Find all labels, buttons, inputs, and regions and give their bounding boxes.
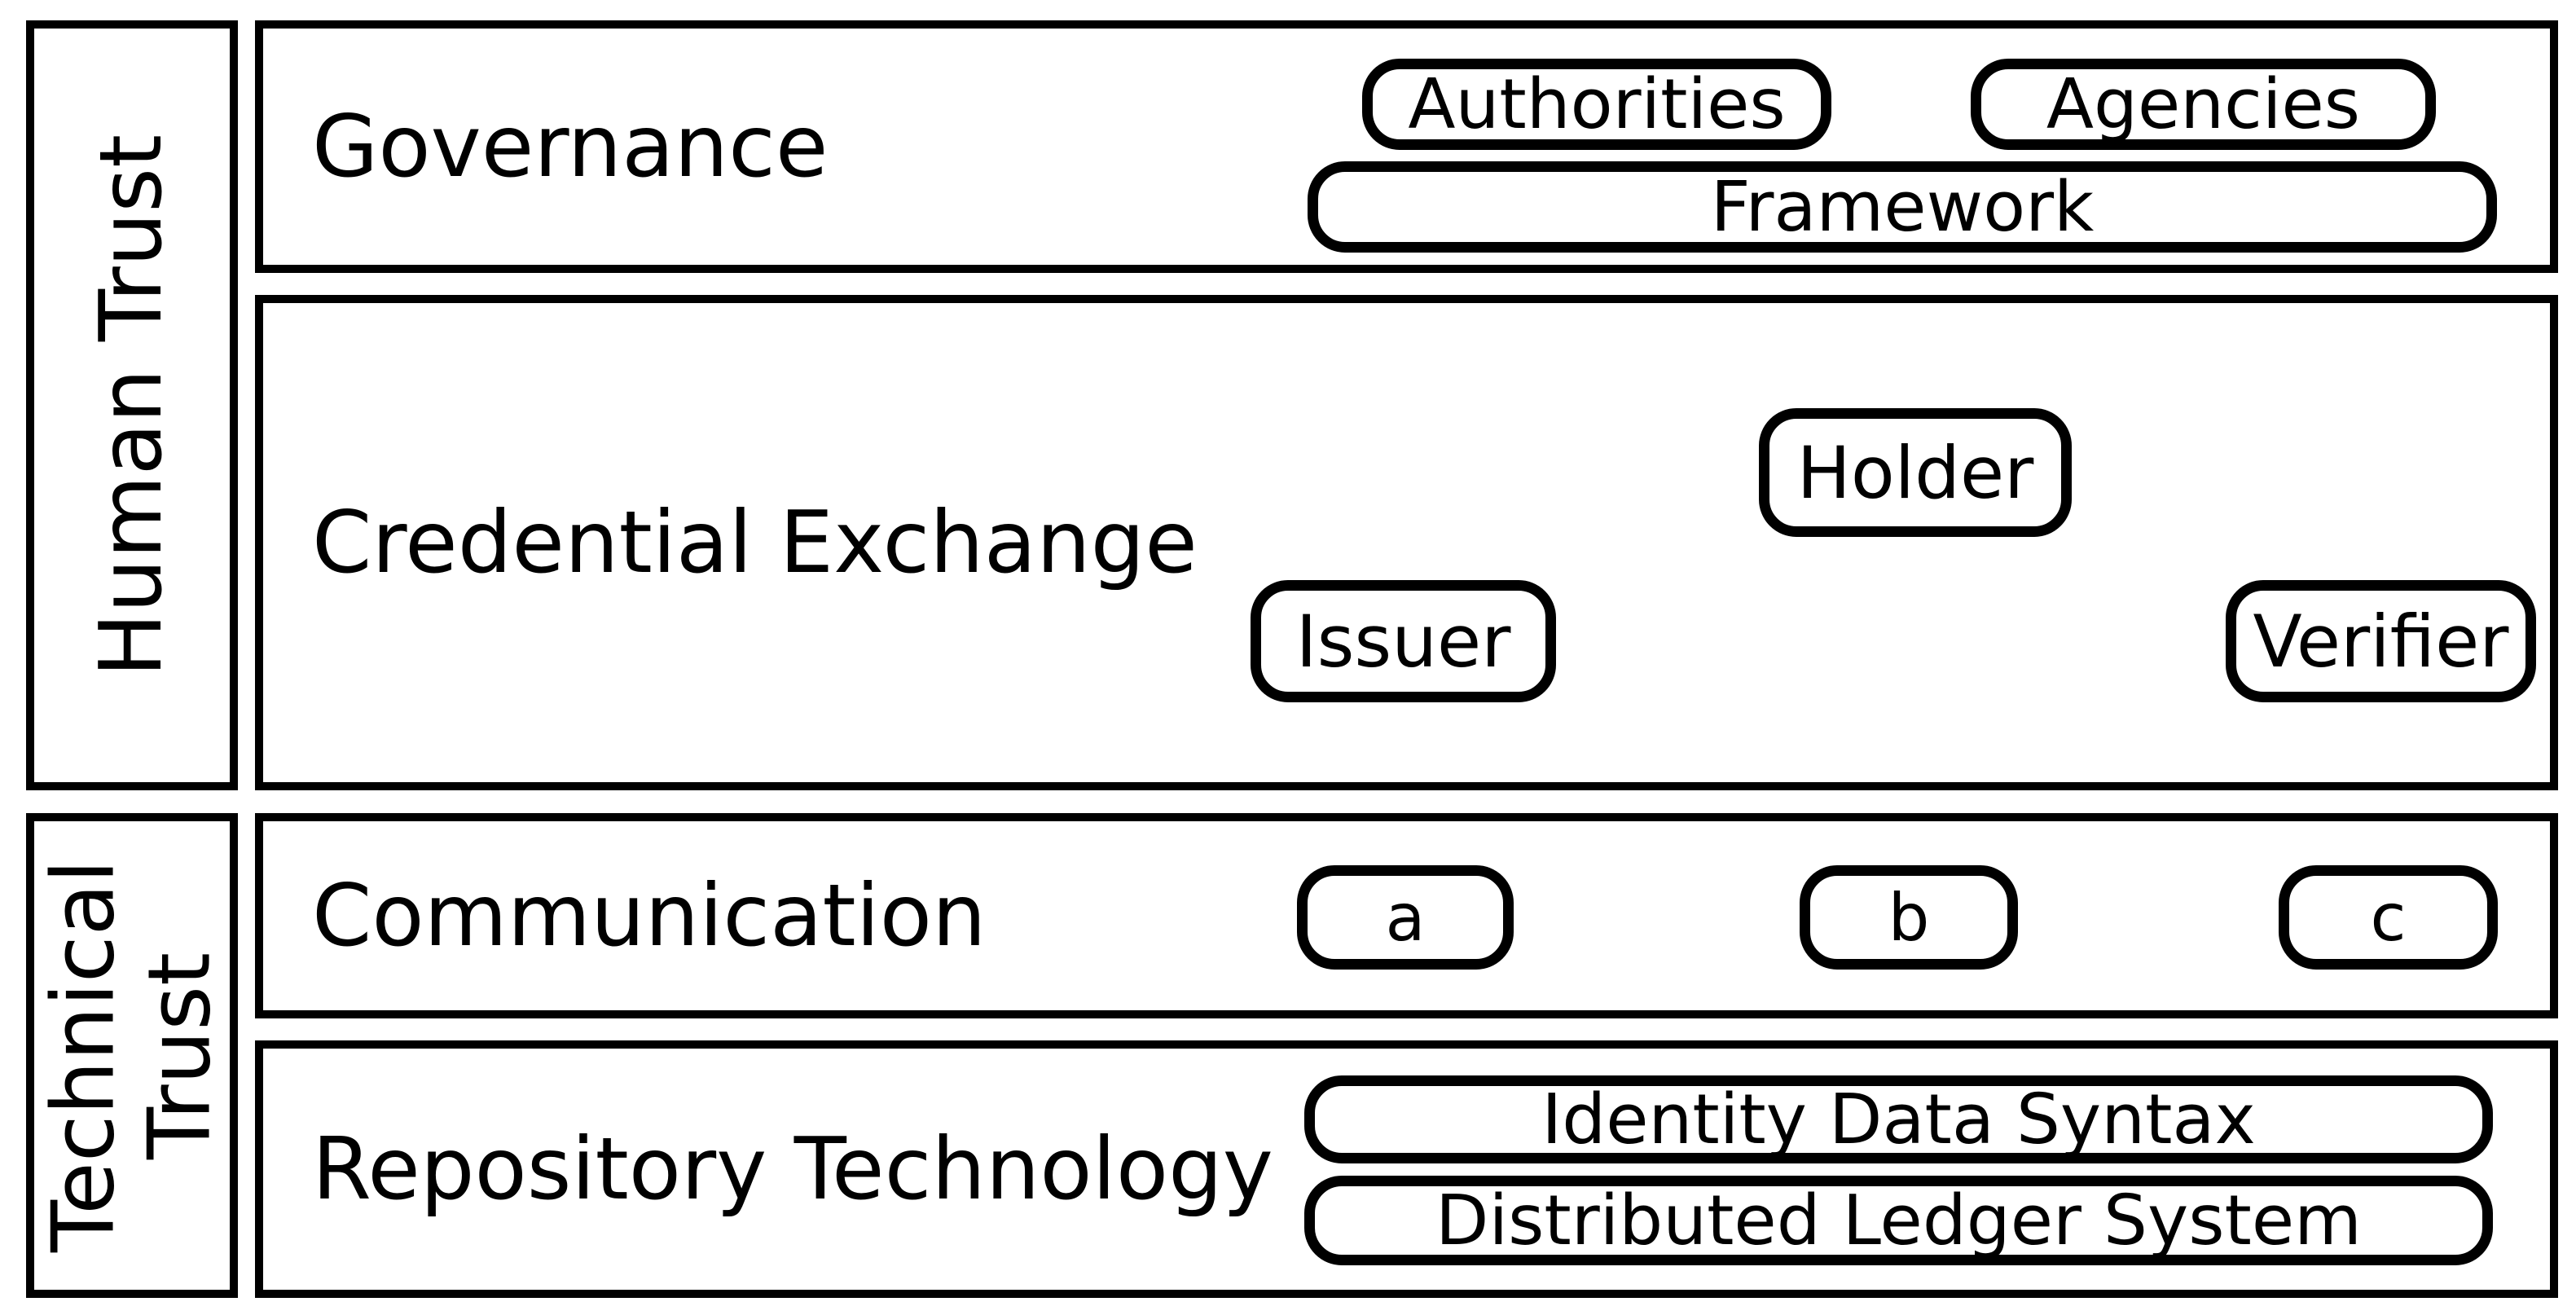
verifier-node: Verifier (2226, 580, 2536, 702)
communication-row-label: Communication (312, 866, 987, 965)
distributed-ledger-system-box: Distributed Ledger System (1304, 1176, 2493, 1265)
issuer-node: Issuer (1251, 580, 1556, 702)
issuer-node-label: Issuer (1295, 599, 1511, 684)
identity-data-syntax-box-label: Identity Data Syntax (1541, 1079, 2256, 1160)
repository-technology-row-label: Repository Technology (312, 1119, 1273, 1219)
technical-trust-label-line1: Technical (33, 859, 134, 1252)
communication-node-a: a (1297, 865, 1514, 970)
technical-trust-group-box: Technical Trust (26, 813, 238, 1298)
credential-exchange-row-label: Credential Exchange (312, 493, 1198, 592)
technical-trust-label: Technical Trust (33, 859, 229, 1252)
human-trust-group-box: Human Trust (26, 20, 238, 790)
distributed-ledger-system-box-label: Distributed Ledger System (1435, 1180, 2362, 1261)
communication-node-a-label: a (1385, 879, 1426, 956)
agencies-box: Agencies (1971, 59, 2436, 150)
agencies-box-label: Agencies (2046, 64, 2361, 145)
technical-trust-label-line2: Trust (130, 952, 229, 1159)
communication-node-c: c (2279, 865, 2498, 970)
governance-row-label: Governance (312, 97, 829, 196)
framework-box: Framework (1308, 161, 2497, 253)
holder-node-label: Holder (1796, 430, 2034, 515)
verifier-node-label: Verifier (2253, 599, 2509, 684)
identity-data-syntax-box: Identity Data Syntax (1304, 1075, 2493, 1163)
holder-node: Holder (1759, 408, 2072, 537)
communication-node-b: b (1800, 865, 2018, 970)
credential-exchange-row-box: Credential Exchange (255, 295, 2558, 790)
communication-node-b-label: b (1888, 879, 1930, 956)
authorities-box-label: Authorities (1408, 64, 1786, 145)
communication-node-c-label: c (2370, 879, 2407, 956)
framework-box-label: Framework (1710, 166, 2095, 248)
human-trust-label: Human Trust (81, 134, 182, 677)
authorities-box: Authorities (1362, 59, 1831, 150)
